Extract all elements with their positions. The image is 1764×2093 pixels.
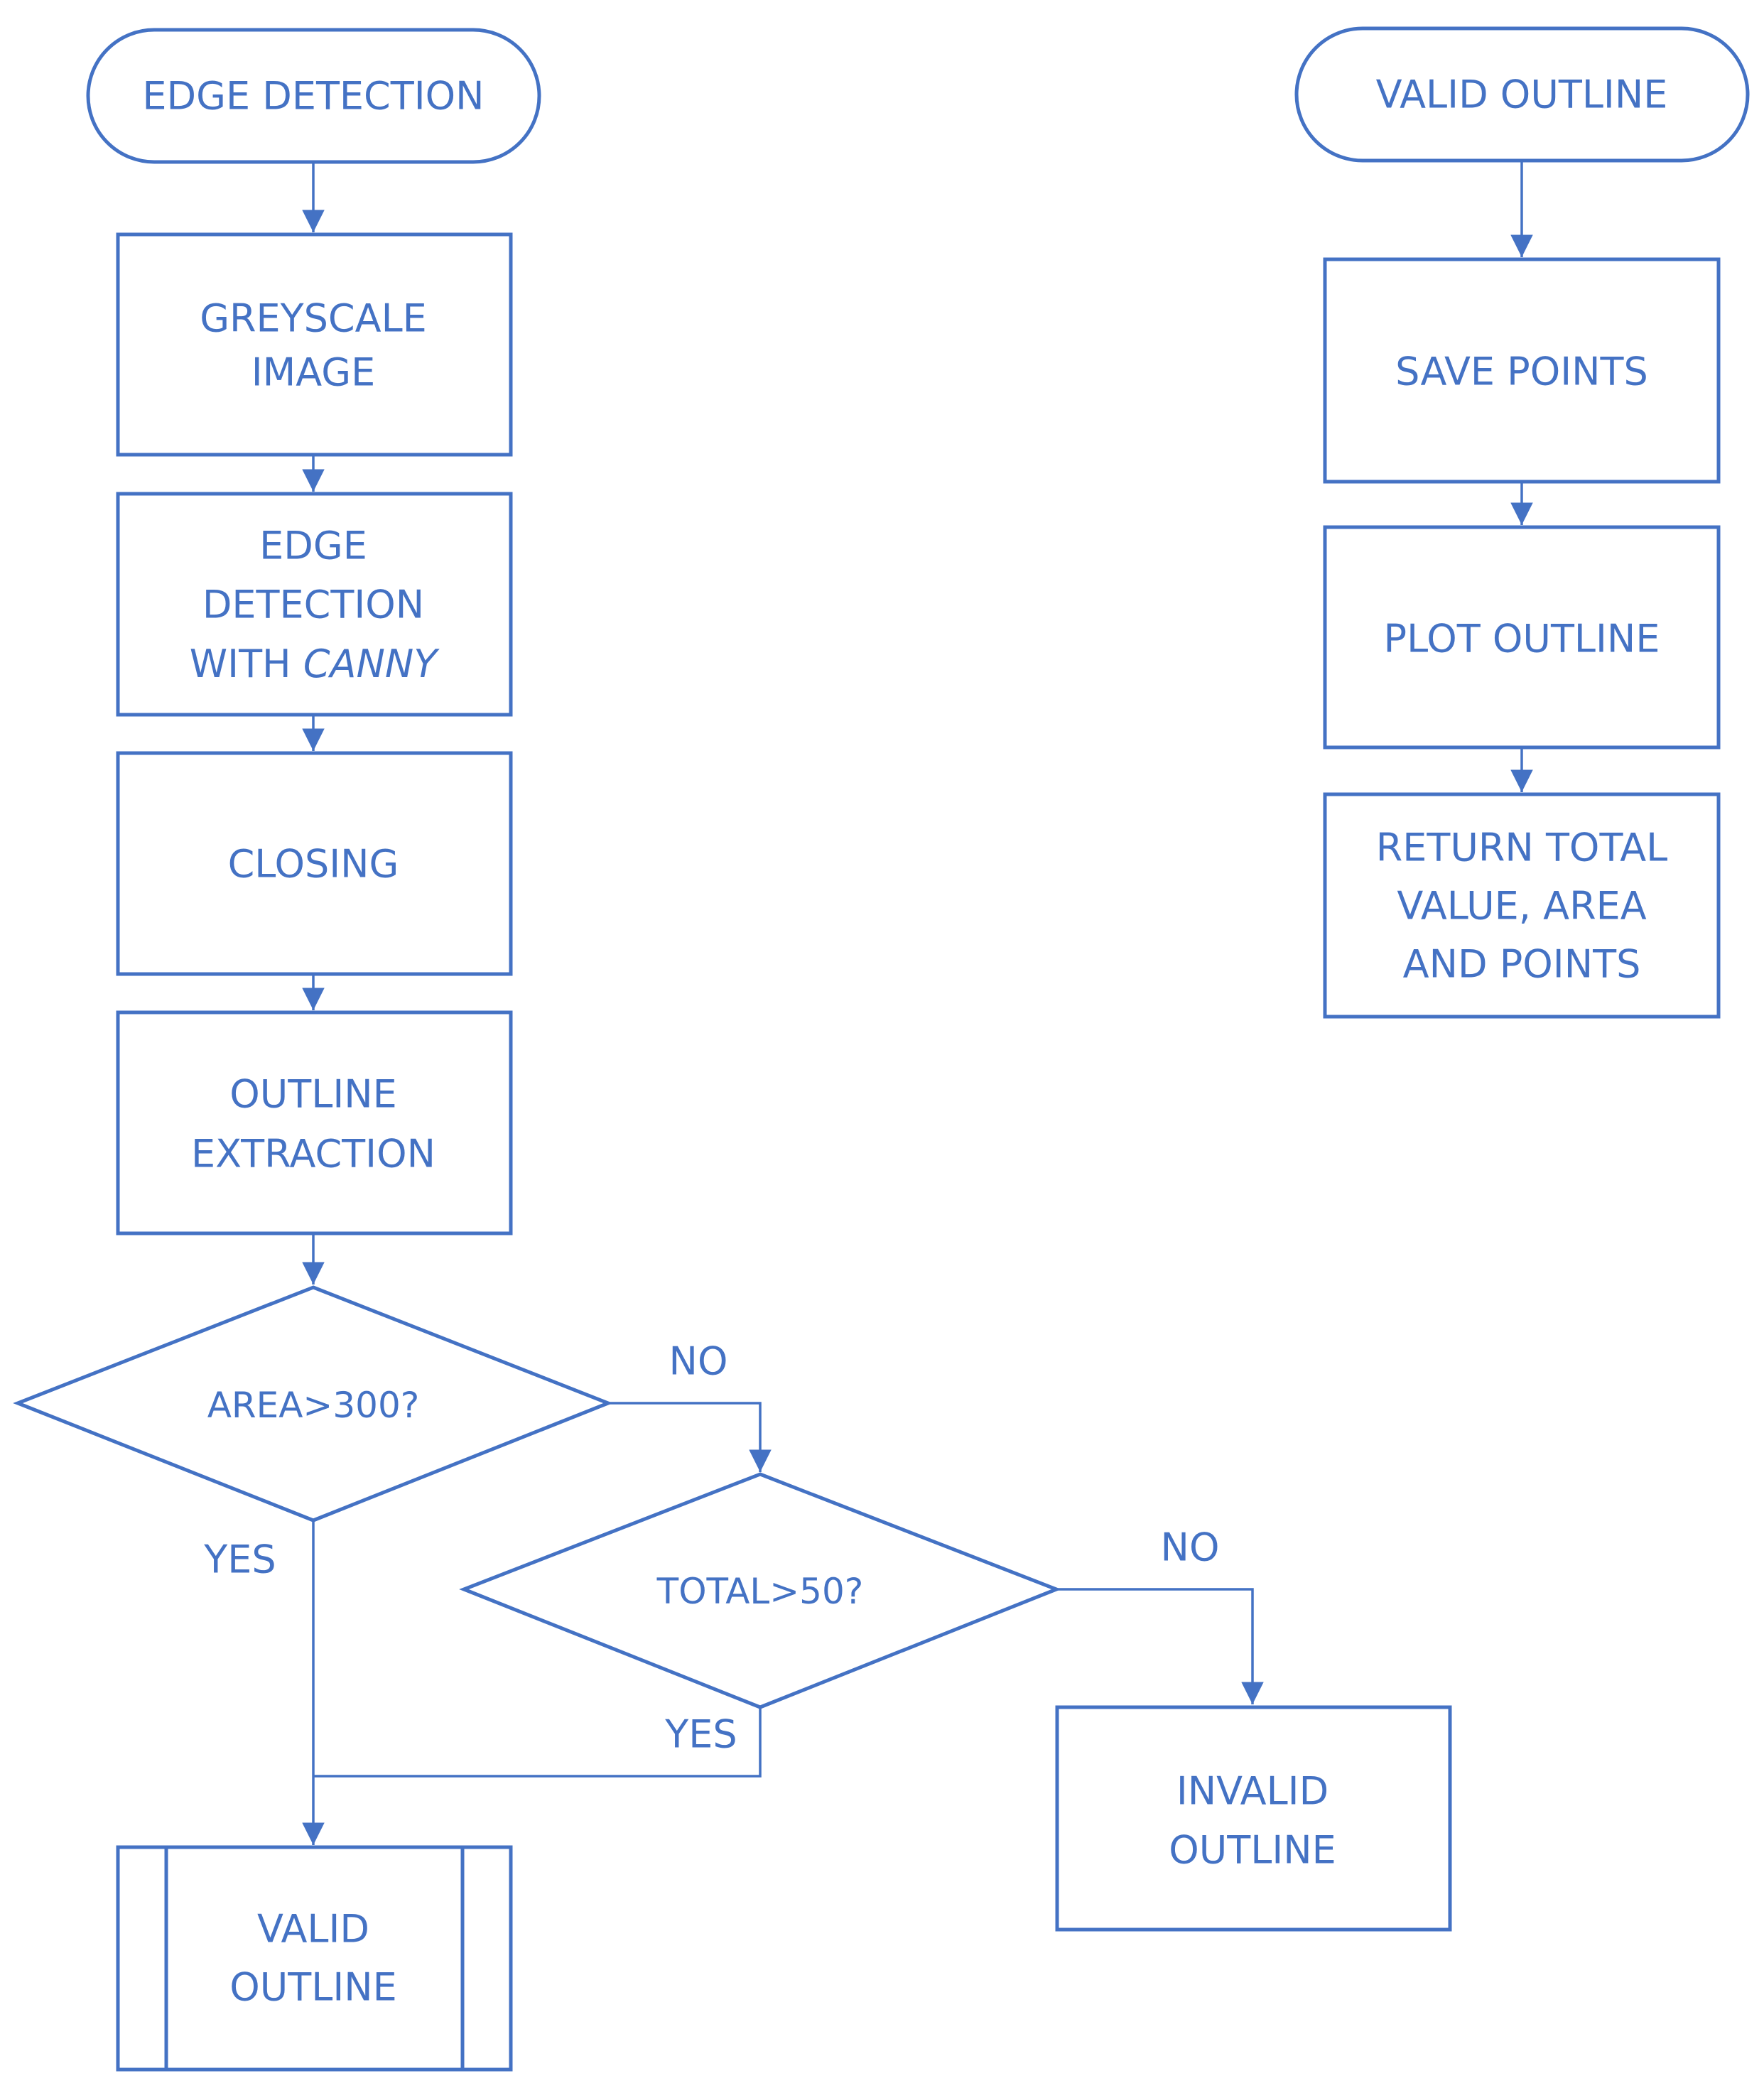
process-invalid-outline: INVALID OUTLINE	[1055, 1705, 1452, 1932]
extraction-label-line-2: EXTRACTION	[191, 1132, 435, 1177]
return-values-label-line-1: RETURN TOTAL	[1376, 826, 1668, 870]
invalid-outline-label-line-2: OUTLINE	[1169, 1828, 1336, 1873]
process-plot-outline: PLOT OUTLINE	[1323, 525, 1721, 750]
decision-total-check: TOTAL>50?	[459, 1472, 1061, 1709]
edge-label-area-yes: YES	[203, 1537, 276, 1582]
total-check-label: TOTAL>50?	[656, 1571, 864, 1612]
start-terminator-label: EDGE DETECTION	[142, 74, 484, 119]
process-save-points: SAVE POINTS	[1323, 257, 1721, 484]
plot-outline-label: PLOT OUTLINE	[1384, 617, 1660, 661]
valid-outline-label-line-2: OUTLINE	[229, 1965, 397, 2010]
closing-label: CLOSING	[228, 842, 399, 887]
return-values-label-line-2: VALUE, AREA	[1397, 884, 1646, 929]
process-closing: CLOSING	[116, 751, 513, 976]
process-outline-extraction: OUTLINE EXTRACTION	[116, 1010, 513, 1235]
greyscale-label-line-2: IMAGE	[251, 350, 375, 395]
edge-label-area-no: NO	[669, 1339, 728, 1384]
start-terminator-edge-detection: EDGE DETECTION	[86, 28, 541, 164]
line-total-yes-to-join	[313, 1707, 762, 1778]
greyscale-label-line-1: GREYSCALE	[200, 296, 427, 341]
canny-label-line-1: EDGE	[259, 524, 367, 568]
edge-label-total-no: NO	[1161, 1525, 1220, 1570]
canny-label-line-3: WITH CANNY	[190, 642, 440, 686]
arrow-total-no-to-invalid	[1056, 1588, 1264, 1704]
canny-label-prefix: WITH	[190, 642, 303, 686]
arrow-area-no-to-total-check	[608, 1402, 772, 1472]
valid-outline-label-line-1: VALID	[257, 1907, 369, 1952]
canny-label-italic: CANNY	[303, 642, 440, 686]
edge-label-total-yes: YES	[664, 1712, 737, 1757]
save-points-label: SAVE POINTS	[1395, 350, 1648, 394]
extraction-label-line-1: OUTLINE	[229, 1072, 397, 1117]
process-greyscale-image: GREYSCALE IMAGE	[116, 232, 513, 457]
decision-area-check: AREA>300?	[13, 1285, 613, 1523]
process-return-values: RETURN TOTAL VALUE, AREA AND POINTS	[1323, 792, 1721, 1019]
area-check-label: AREA>300?	[207, 1385, 420, 1426]
process-edge-detection-canny: EDGE DETECTION WITH CANNY	[116, 492, 513, 717]
invalid-outline-label-line-1: INVALID	[1176, 1769, 1329, 1814]
connectors	[302, 161, 1533, 1845]
canny-label-line-2: DETECTION	[202, 583, 424, 627]
return-values-label-line-3: AND POINTS	[1403, 942, 1641, 987]
predefined-process-valid-outline: VALID OUTLINE	[116, 1845, 513, 2072]
start-terminator-valid-outline: VALID OUTLINE	[1294, 26, 1750, 163]
right-start-terminator-label: VALID OUTLINE	[1376, 72, 1668, 117]
